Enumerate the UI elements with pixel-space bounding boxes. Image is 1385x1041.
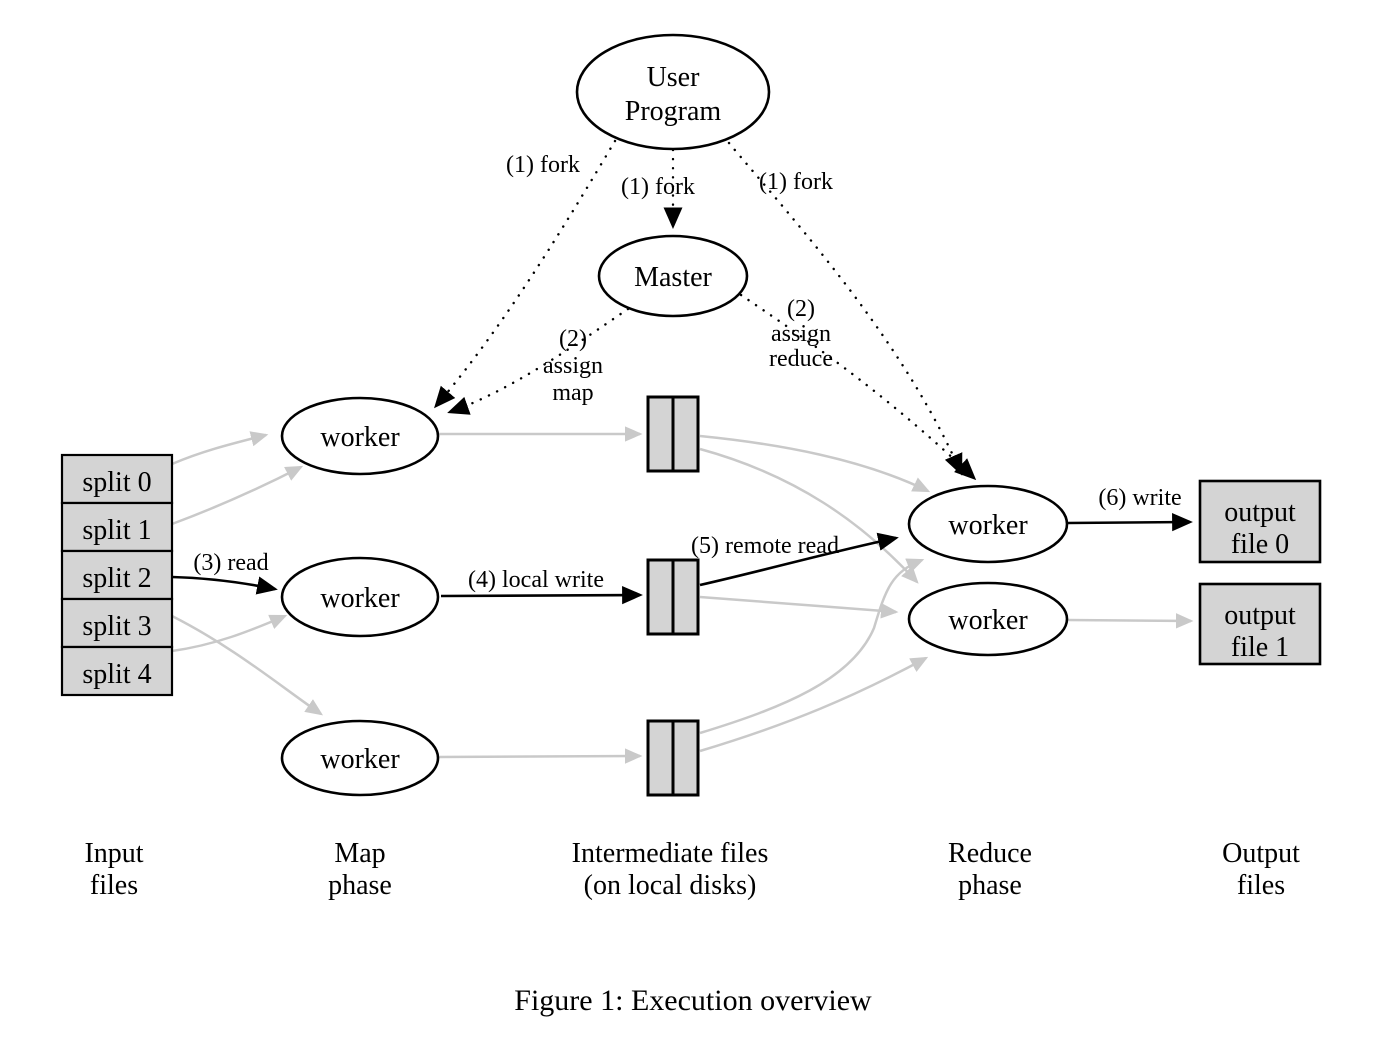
svg-text:assign: assign (771, 321, 831, 347)
split-4-box: split 4 (60, 645, 174, 697)
edge-split3-to-map-worker3 (171, 614, 324, 716)
edge-split4-to-map-worker2 (171, 614, 288, 653)
edge-split0-to-map-worker1 (171, 431, 269, 466)
phase-label-input-files: Input files (84, 838, 143, 901)
edge-assign-map-dotted (447, 307, 630, 415)
edge-write-arrow (1066, 512, 1193, 532)
phase-label-reduce-phase: Reduce phase (948, 838, 1032, 901)
svg-text:Output: Output (1222, 838, 1300, 869)
assign-reduce-label: (2) assign reduce (769, 296, 833, 372)
edge-split1-to-map-worker1 (171, 465, 304, 526)
svg-text:reduce: reduce (769, 346, 833, 372)
fork-center-label: (1) fork (621, 174, 695, 200)
svg-text:Intermediate files: Intermediate files (572, 838, 769, 869)
svg-text:(on local disks): (on local disks) (584, 870, 757, 901)
map-worker-2-node: worker (280, 556, 440, 638)
reduce-worker-2-node: worker (907, 581, 1069, 657)
local-write-label: (4) local write (468, 567, 604, 593)
map-worker-2-label: worker (320, 583, 400, 614)
output-file-0-label-line1: output (1224, 497, 1296, 528)
remote-read-label: (5) remote read (691, 533, 839, 559)
reduce-worker-1-node: worker (907, 484, 1069, 564)
split-0-label: split 0 (82, 467, 151, 498)
svg-text:phase: phase (328, 870, 392, 901)
split-2-box: split 2 (60, 549, 174, 601)
reduce-worker-1-label: worker (948, 510, 1028, 541)
intermediate-files-3 (646, 719, 700, 797)
user-program-label-line1: User (647, 62, 701, 93)
figure-caption: Figure 1: Execution overview (514, 984, 872, 1017)
edge-map-worker3-to-intermediate3 (437, 748, 643, 764)
input-splits-stack: split 0 split 1 split 2 split 3 split 4 (60, 453, 174, 697)
edge-intermediate2-to-reduce-worker2 (699, 595, 899, 619)
split-4-label: split 4 (82, 659, 151, 690)
phase-label-intermediate-files: Intermediate files (on local disks) (572, 838, 769, 901)
fork-left-label: (1) fork (506, 152, 580, 178)
split-1-label: split 1 (82, 515, 151, 546)
split-2-label: split 2 (82, 563, 151, 594)
phase-label-map-phase: Map phase (328, 838, 392, 901)
svg-text:assign: assign (543, 353, 603, 379)
edge-intermediate1-to-reduce-worker2 (699, 447, 919, 584)
edge-intermediate3-to-reduce-worker1 (699, 558, 925, 735)
assign-map-label: (2) assign map (543, 326, 603, 406)
svg-text:files: files (90, 870, 138, 901)
map-worker-3-node: worker (280, 719, 440, 797)
split-1-box: split 1 (60, 501, 174, 553)
user-program-node: User Program (575, 33, 771, 151)
svg-text:phase: phase (958, 870, 1022, 901)
phase-label-output-files: Output files (1222, 838, 1300, 901)
edge-fork-right-dotted (727, 141, 963, 476)
svg-text:(2): (2) (559, 326, 587, 352)
edge-intermediate1-to-reduce-worker1 (699, 434, 931, 493)
svg-text:map: map (552, 380, 593, 406)
intermediate-files-1 (646, 395, 700, 473)
svg-text:Map: Map (334, 838, 385, 869)
output-file-1-label-line2: file 1 (1231, 632, 1289, 663)
map-worker-1-label: worker (320, 422, 400, 453)
split-3-label: split 3 (82, 611, 151, 642)
split-3-box: split 3 (60, 597, 174, 649)
svg-text:Reduce: Reduce (948, 838, 1032, 869)
intermediate-files-2 (646, 558, 700, 636)
reduce-worker-2-label: worker (948, 605, 1028, 636)
svg-text:(2): (2) (787, 296, 815, 322)
edge-remote-read-arrow (699, 532, 899, 587)
edge-reduce-worker2-to-output1 (1066, 613, 1194, 629)
edge-assign-reduce-dotted (739, 293, 977, 481)
output-file-0-label-line2: file 0 (1231, 529, 1289, 560)
user-program-label-line2: Program (625, 96, 722, 127)
edge-local-write-arrow (440, 585, 643, 605)
map-worker-1-node: worker (280, 396, 440, 476)
read-label: (3) read (193, 550, 268, 576)
map-worker-3-label: worker (320, 744, 400, 775)
edge-read-arrow (171, 575, 278, 595)
edge-intermediate3-to-reduce-worker2 (699, 656, 929, 753)
write-label: (6) write (1098, 485, 1181, 511)
svg-text:files: files (1237, 870, 1285, 901)
fork-right-label: (1) fork (759, 169, 833, 195)
output-file-1-box: output file 1 (1198, 582, 1322, 666)
svg-text:Input: Input (84, 838, 143, 869)
output-file-1-label-line1: output (1224, 600, 1296, 631)
master-node: Master (597, 234, 749, 318)
master-label: Master (634, 262, 712, 293)
split-0-box: split 0 (60, 453, 174, 505)
output-file-0-box: output file 0 (1198, 479, 1322, 564)
